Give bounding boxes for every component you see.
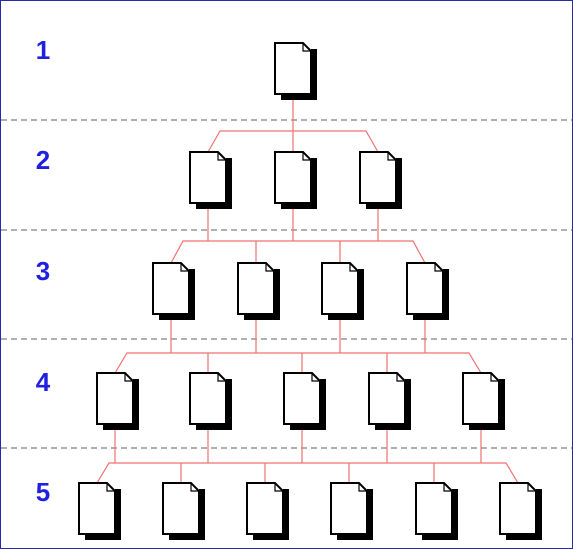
document-icon <box>189 151 232 209</box>
document-page <box>283 372 321 425</box>
document-fold <box>311 373 320 382</box>
document-icon <box>368 372 411 430</box>
document-page <box>359 151 397 204</box>
connector-bar <box>96 462 519 484</box>
document-fold <box>387 152 396 161</box>
document-icon <box>274 42 317 100</box>
document-icon <box>499 482 542 540</box>
document-page <box>246 482 284 535</box>
document-page <box>237 262 275 315</box>
document-fold <box>106 483 115 492</box>
document-fold <box>434 263 443 272</box>
connector-bar <box>114 352 482 374</box>
document-page <box>462 372 500 425</box>
document-page <box>274 42 312 95</box>
document-page <box>152 262 190 315</box>
document-fold <box>217 373 226 382</box>
document-page <box>415 482 453 535</box>
document-fold <box>302 43 311 52</box>
document-icon <box>283 372 326 430</box>
level-label: 2 <box>36 145 50 175</box>
document-fold <box>190 483 199 492</box>
document-icon <box>152 262 195 320</box>
document-icon <box>406 262 449 320</box>
document-icon <box>237 262 280 320</box>
document-page <box>162 482 200 535</box>
document-icon <box>246 482 289 540</box>
document-page <box>189 151 227 204</box>
document-icon <box>462 372 505 430</box>
document-fold <box>396 373 405 382</box>
document-fold <box>124 373 133 382</box>
document-page <box>78 482 116 535</box>
document-page <box>368 372 406 425</box>
document-icon <box>162 482 205 540</box>
document-icon <box>330 482 373 540</box>
document-icon <box>78 482 121 540</box>
level-label: 5 <box>36 477 50 507</box>
level-label: 4 <box>36 367 51 397</box>
document-page <box>330 482 368 535</box>
connector-bar <box>170 240 426 264</box>
document-icon <box>96 372 139 430</box>
document-fold <box>527 483 536 492</box>
document-icon <box>189 372 232 430</box>
document-page <box>96 372 134 425</box>
document-fold <box>443 483 452 492</box>
document-fold <box>180 263 189 272</box>
document-fold <box>265 263 274 272</box>
document-icon <box>415 482 458 540</box>
document-fold <box>274 483 283 492</box>
document-page <box>406 262 444 315</box>
document-page <box>189 372 227 425</box>
document-fold <box>217 152 226 161</box>
document-fold <box>358 483 367 492</box>
document-page <box>499 482 537 535</box>
document-fold <box>490 373 499 382</box>
document-page <box>321 262 359 315</box>
document-page <box>274 151 312 204</box>
document-icon <box>359 151 402 209</box>
level-label: 3 <box>36 256 50 286</box>
document-icon <box>321 262 364 320</box>
document-icon <box>274 151 317 209</box>
document-fold <box>349 263 358 272</box>
level-label: 1 <box>36 35 50 65</box>
document-fold <box>302 152 311 161</box>
